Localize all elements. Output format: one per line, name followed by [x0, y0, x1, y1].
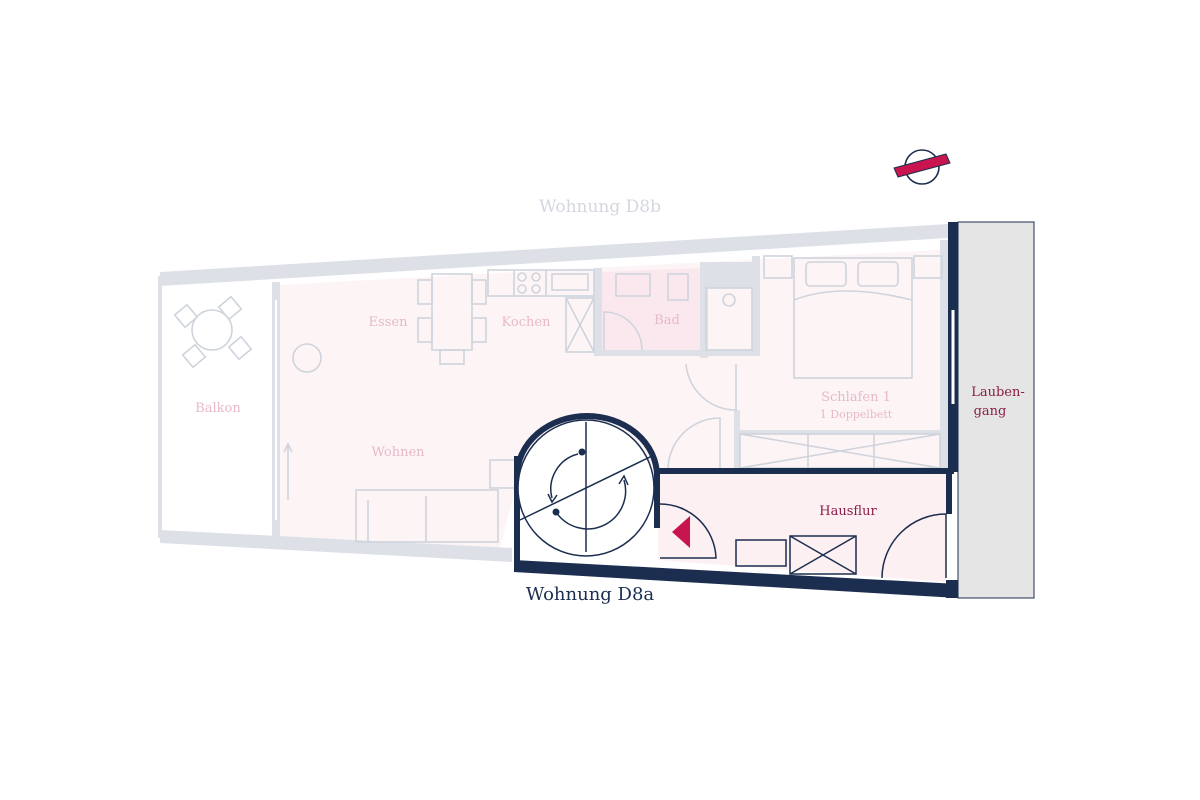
- wardrobe-wall: [734, 430, 946, 434]
- bath-right-wall: [700, 262, 708, 358]
- bath-bottom-wall: [594, 350, 754, 356]
- pillow: [805, 261, 847, 287]
- bedroom-label: Schlafen 1: [821, 390, 891, 405]
- dining-chair: [471, 279, 487, 305]
- upper-apartment-label: Wohnung D8b: [539, 197, 661, 217]
- spiral-staircase-icon: [514, 413, 660, 560]
- dining-chair: [417, 317, 433, 343]
- apartment-d8a: [514, 221, 1035, 599]
- blanket: [793, 290, 913, 301]
- stair-arc: [550, 453, 579, 499]
- corridor-door: [667, 417, 721, 471]
- balcony-chair: [217, 295, 243, 321]
- wardrobe-cross: [739, 433, 941, 469]
- apartment-door: [659, 503, 717, 559]
- current-apartment-label: Wohnung D8a: [526, 584, 655, 605]
- pillow: [857, 261, 899, 287]
- double-bed: [793, 257, 913, 379]
- balcony-edge: [158, 276, 162, 538]
- bedroom-door: [685, 363, 737, 411]
- upper-level-plan: [158, 224, 950, 562]
- entrance-marker-icon: [672, 516, 690, 548]
- gallery-label-line2: gang: [974, 404, 1007, 419]
- hallway-floor: [658, 472, 946, 582]
- shaft: [704, 262, 760, 288]
- entrance-door: [881, 513, 947, 579]
- hob-ring: [531, 284, 541, 294]
- shower-drain: [722, 293, 736, 307]
- compass-icon: [893, 149, 951, 185]
- balcony-label: Balkon: [195, 401, 241, 416]
- upper-outer-wall-bottom: [160, 530, 512, 562]
- balcony-arrow-head: [283, 442, 293, 453]
- hallway-top-wall: [658, 468, 954, 474]
- corridor-wall: [734, 410, 740, 470]
- bath-label: Bad: [654, 313, 680, 328]
- bedroom-note: 1 Doppelbett: [820, 408, 893, 421]
- stair-node: [578, 448, 586, 456]
- toilet: [667, 273, 689, 301]
- stair-arrow-head: [618, 474, 629, 486]
- stair-arrow-head: [547, 493, 558, 504]
- upper-floor-area: [280, 250, 945, 548]
- stair-arc: [555, 479, 627, 530]
- stair-tread: [519, 455, 653, 521]
- bedroom-left-wall: [752, 256, 760, 356]
- cabinet-cross: [789, 535, 857, 575]
- gallery-label-line1: Lauben-: [971, 385, 1025, 400]
- sink: [551, 273, 589, 291]
- hob-ring: [531, 272, 541, 282]
- balcony-chair: [181, 343, 207, 369]
- kitchen-counter: [487, 269, 595, 297]
- bath-floor: [600, 268, 702, 352]
- dining-label: Essen: [369, 315, 409, 330]
- dining-chair: [439, 349, 465, 365]
- sofa: [355, 489, 499, 543]
- stair-right-wall: [654, 468, 660, 528]
- bath-left-wall: [594, 268, 602, 356]
- hob-ring: [517, 284, 527, 294]
- kitchen-label: Kochen: [502, 315, 552, 330]
- hallway-fixtures: [659, 503, 947, 579]
- nightstand: [763, 255, 793, 279]
- bath-door: [603, 311, 643, 351]
- balcony-chair: [173, 303, 199, 329]
- shoe-cabinet: [735, 539, 787, 567]
- plant: [292, 343, 322, 373]
- upper-fixtures: [173, 255, 943, 543]
- entrance-post: [946, 580, 958, 598]
- dining-chair: [471, 317, 487, 343]
- cabinet-cross: [565, 297, 595, 353]
- nightstand: [913, 255, 943, 279]
- right-upper-wall: [940, 240, 950, 472]
- balcony-chair: [227, 335, 253, 361]
- hob-ring: [517, 272, 527, 282]
- upper-outer-wall-top: [160, 224, 948, 286]
- washbasin: [615, 273, 651, 297]
- hallway-bottom-wall: [514, 560, 958, 598]
- entrance-wall-upper: [946, 474, 952, 514]
- balcony-table: [191, 309, 233, 351]
- hallway-label: Hausflur: [819, 504, 877, 519]
- stair-enclosure: [514, 413, 660, 560]
- gallery: [957, 221, 1035, 599]
- shower: [705, 287, 753, 351]
- dining-chair: [417, 279, 433, 305]
- storage-cabinet: [789, 535, 857, 575]
- living-label: Wohnen: [371, 445, 425, 460]
- kitchen-cabinet: [565, 297, 595, 353]
